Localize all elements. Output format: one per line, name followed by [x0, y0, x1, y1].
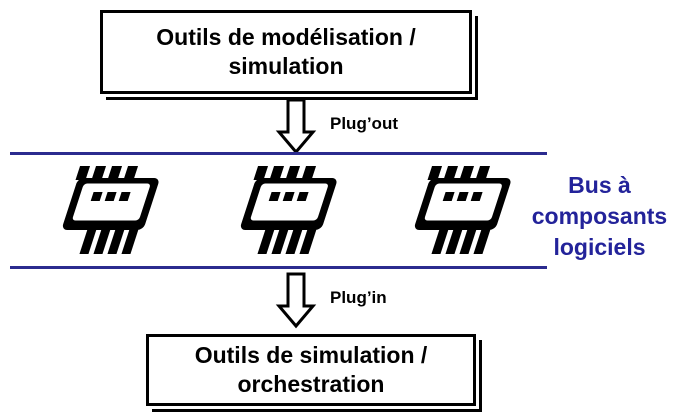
plug-out-label: Plug’out — [330, 114, 398, 133]
chip-icon — [240, 166, 337, 254]
bus-top-line — [10, 152, 547, 155]
bottom-tools-box: Outils de simulation / orchestration — [146, 334, 482, 412]
chip-icon — [414, 166, 511, 254]
bottom-tools-box-text: Outils de simulation / orchestration — [195, 341, 428, 399]
bus-label: Bus à composants logiciels — [522, 170, 677, 263]
plug-in-label: Plug’in — [330, 288, 387, 307]
bus-label-line3: logiciels — [553, 234, 646, 260]
top-tools-line1: Outils de modélisation / — [156, 24, 416, 50]
chip-icon — [62, 166, 159, 254]
top-tools-box: Outils de modélisation / simulation — [100, 10, 478, 100]
bus-bottom-line — [10, 266, 547, 269]
top-tools-box-text: Outils de modélisation / simulation — [156, 23, 415, 81]
top-tools-line2: simulation — [228, 53, 344, 79]
arrow-down-icon — [275, 98, 317, 155]
bottom-tools-line2: orchestration — [237, 371, 385, 397]
bus-label-line2: composants — [531, 203, 668, 229]
arrow-down-icon — [275, 272, 317, 329]
bus-label-line1: Bus à — [568, 172, 631, 198]
bottom-tools-line1: Outils de simulation / — [194, 342, 428, 368]
